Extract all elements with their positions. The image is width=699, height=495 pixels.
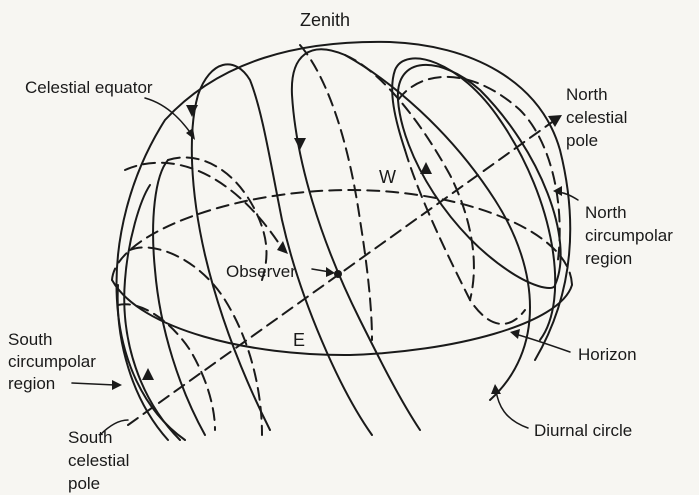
south-region-pointer xyxy=(72,383,115,385)
north-region-label-line1: North xyxy=(585,203,627,222)
celestial-equator-back xyxy=(125,163,280,245)
south-region-label-line3: region xyxy=(8,374,55,393)
diurnal-circle-5-front xyxy=(153,160,205,435)
north-region-label-line2: circumpolar xyxy=(585,226,673,245)
west-label: W xyxy=(379,167,396,187)
diurnal-direction-arrow-4 xyxy=(142,368,154,380)
diurnal-circle-2-front xyxy=(392,58,555,340)
equator-arrowhead xyxy=(277,241,288,254)
south-pole-label-line1: South xyxy=(68,428,112,447)
observer-label: Observer xyxy=(226,262,296,281)
south-pole-label-line3: pole xyxy=(68,474,100,493)
south-region-label-line2: circumpolar xyxy=(8,352,96,371)
observer-dot xyxy=(334,270,342,278)
diurnal-circle-pointer xyxy=(496,390,528,428)
diurnal-direction-arrow-3 xyxy=(186,105,198,117)
zenith-label: Zenith xyxy=(300,10,350,30)
north-pole-label-line3: pole xyxy=(566,131,598,150)
north-pole-label-line2: celestial xyxy=(566,108,627,127)
celestial-sphere-outline xyxy=(116,42,570,440)
east-label: E xyxy=(293,330,305,350)
horizon-label: Horizon xyxy=(578,345,637,364)
diurnal-circle-label: Diurnal circle xyxy=(534,421,632,440)
horizon-front xyxy=(112,280,572,355)
south-pole-label-line2: celestial xyxy=(68,451,129,470)
celestial-equator-label: Celestial equator xyxy=(25,78,153,97)
south-circumpolar-arc-outer xyxy=(124,185,180,440)
north-region-label-line3: region xyxy=(585,249,632,268)
diurnal-circle-3-back xyxy=(345,55,474,300)
diurnal-direction-arrow-1 xyxy=(294,138,306,150)
south-region-label-line1: South xyxy=(8,330,52,349)
diurnal-direction-arrow-2 xyxy=(420,162,432,174)
horizon-back xyxy=(112,190,572,285)
north-pole-label-line1: North xyxy=(566,85,608,104)
